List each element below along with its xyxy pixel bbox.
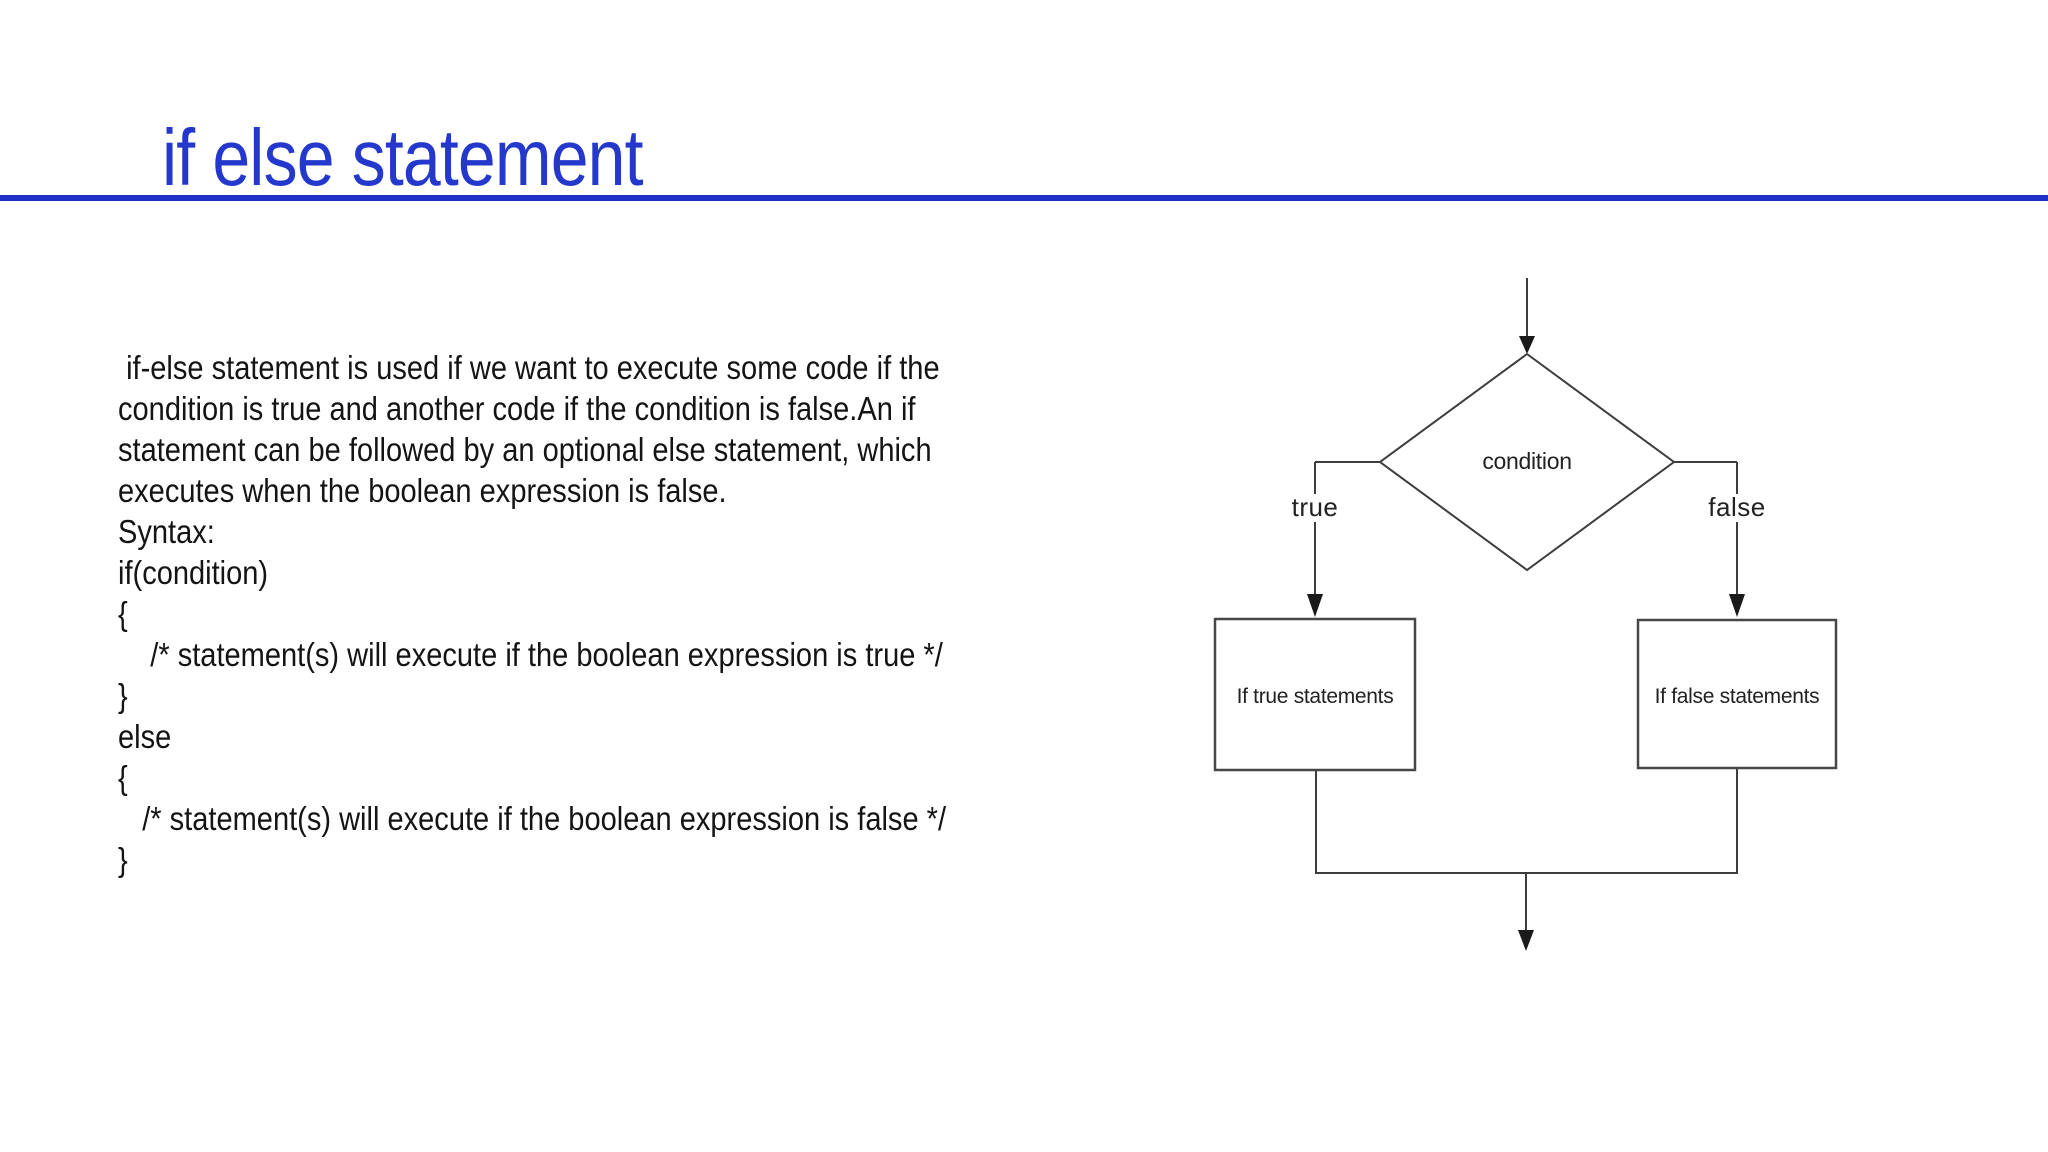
- body-line: if-else statement is used if we want to …: [118, 349, 940, 386]
- body-line: executes when the boolean expression is …: [118, 472, 727, 509]
- body-line-code: }: [118, 841, 128, 878]
- true-box-label: If true statements: [1237, 685, 1394, 708]
- connector-merge: [1315, 768, 1738, 874]
- false-label-background: [1708, 494, 1766, 522]
- body-line-syntax-heading: Syntax:: [118, 513, 215, 550]
- body-line-code: }: [118, 677, 128, 714]
- true-arrowhead-down-icon: [1307, 594, 1323, 617]
- body-line-code: {: [118, 759, 128, 796]
- false-arrowhead-down-icon: [1729, 594, 1745, 617]
- body-text: if-else statement is used if we want to …: [118, 347, 946, 880]
- false-box: [1636, 618, 1838, 770]
- condition-diamond: [1378, 352, 1676, 572]
- true-label-background: [1286, 494, 1344, 522]
- flowchart: condition true false If true statements …: [1213, 278, 1838, 951]
- body-line-code: /* statement(s) will execute if the bool…: [118, 800, 947, 837]
- body-line-code: else: [118, 718, 172, 755]
- body-line-code: /* statement(s) will execute if the bool…: [118, 636, 943, 673]
- body-line-code: if(condition): [118, 554, 269, 591]
- condition-label: condition: [1482, 448, 1571, 474]
- true-branch-label: true: [1292, 492, 1339, 522]
- entry-arrowhead-down-icon: [1519, 336, 1535, 354]
- page-title: if else statement: [162, 113, 644, 202]
- body-line: condition is true and another code if th…: [118, 390, 916, 427]
- body-line: statement can be followed by an optional…: [118, 431, 932, 468]
- title-underline-rule: [0, 195, 2048, 201]
- true-box: [1213, 617, 1417, 772]
- false-box-label: If false statements: [1655, 685, 1820, 708]
- false-branch-label: false: [1708, 492, 1765, 522]
- exit-arrowhead-down-icon: [1518, 930, 1534, 951]
- body-line-code: {: [118, 595, 128, 632]
